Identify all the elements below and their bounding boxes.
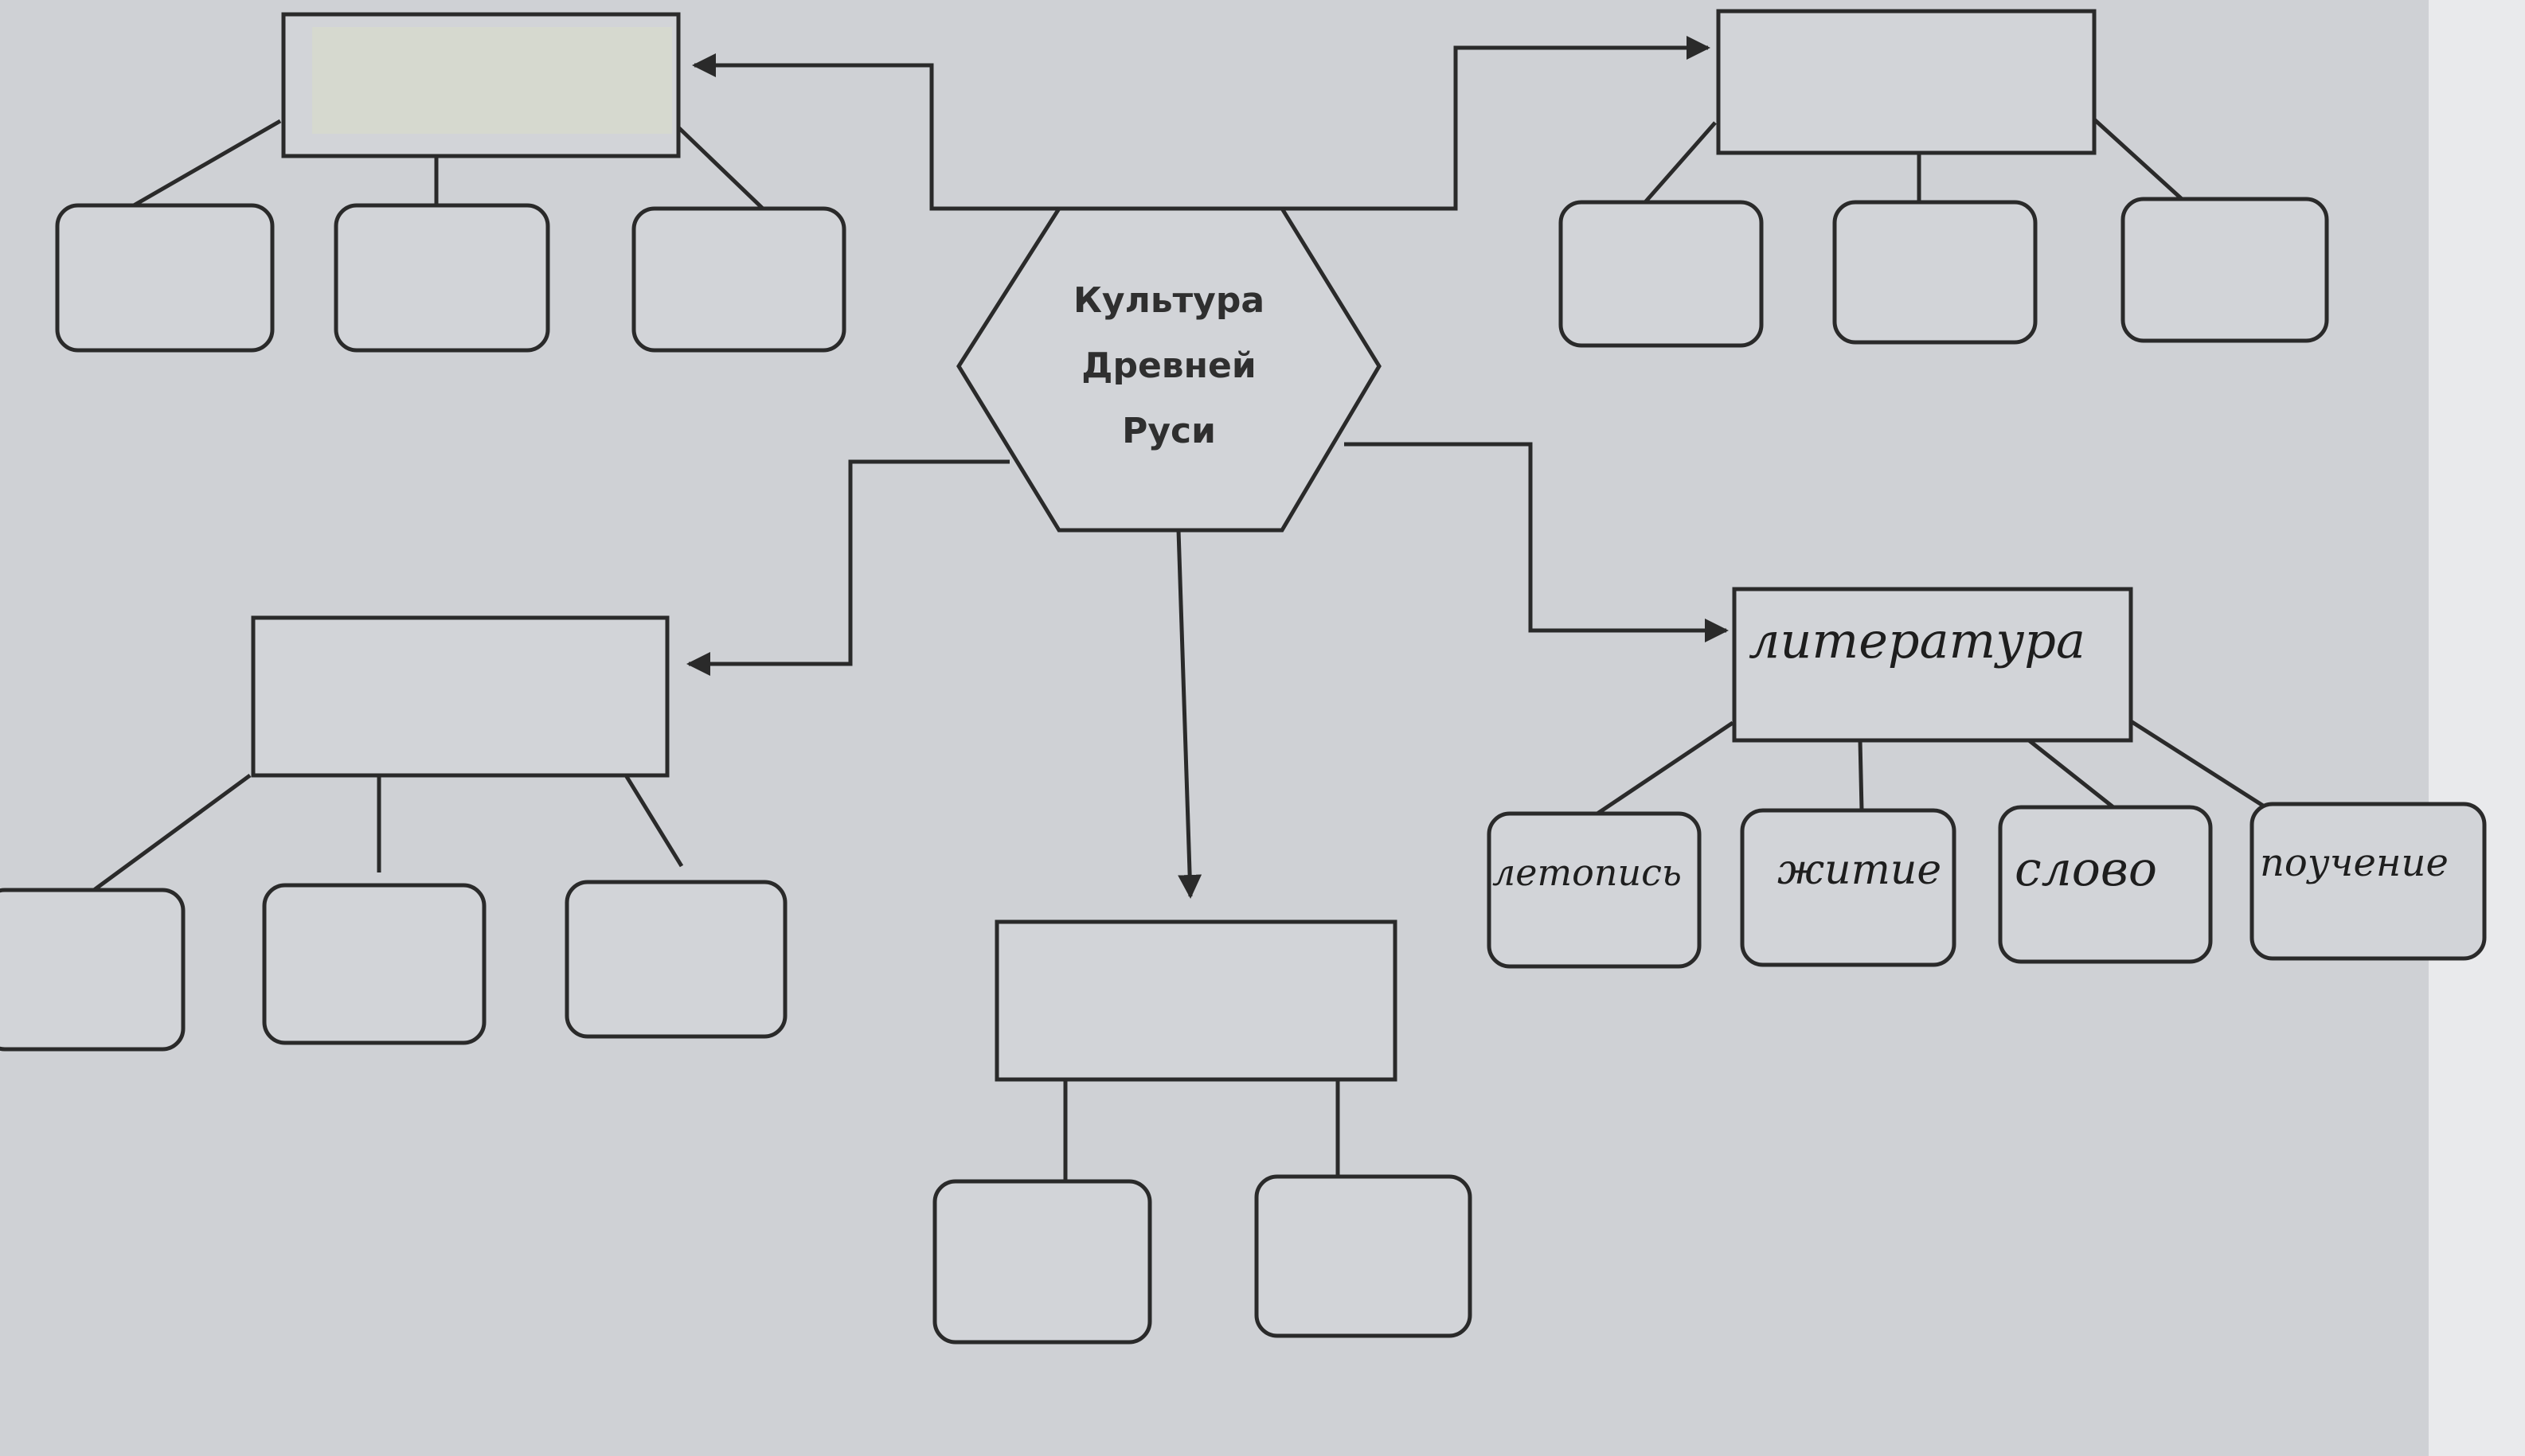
- branch-link: [2027, 739, 2115, 809]
- center-title-line-1: Культура: [1073, 280, 1264, 321]
- branch-link: [2129, 719, 2265, 808]
- branch-bottom-left-child-box: [565, 880, 788, 1039]
- branch-top-right-header-box: [1716, 9, 2097, 155]
- branch-bottom-center-child-box: [932, 1179, 1152, 1345]
- branch-top-right-child-box: [1832, 200, 2038, 345]
- branch-link: [2093, 118, 2183, 201]
- branch-link: [623, 774, 684, 868]
- literature-item-box: [1740, 808, 1956, 967]
- branch-top-left-child-box: [631, 206, 846, 353]
- connector-top-left: [692, 53, 1059, 211]
- branch-bottom-left-child-box: [0, 888, 186, 1052]
- literature-title: литература: [1749, 611, 2085, 669]
- connector-bottom-center: [1176, 529, 1202, 899]
- branch-bottom-left-header-box: [251, 615, 670, 778]
- literature-item-1: летопись: [1492, 851, 1682, 894]
- branch-bottom-left-child-box: [262, 883, 487, 1045]
- branch-top-right-child-box: [1558, 200, 1764, 348]
- branch-bottom-left: [0, 615, 788, 1052]
- branch-bottom-center-child-box: [1254, 1174, 1472, 1338]
- literature-item-box: [1998, 805, 2213, 964]
- connector-literature: [1344, 442, 1729, 642]
- central-hexagon: [956, 206, 1382, 533]
- literature-item-box: [2249, 802, 2487, 961]
- literature-item-4: поучение: [2260, 841, 2449, 885]
- connector-bottom-left: [686, 459, 1010, 676]
- literature-header-box: [1732, 587, 2133, 743]
- center-title-line-2: Древней: [1081, 345, 1256, 386]
- literature-item-box: [1487, 811, 1702, 969]
- branch-bottom-center-header-box: [995, 919, 1397, 1082]
- branch-bottom-center: [932, 919, 1472, 1345]
- connector-top-right: [1282, 36, 1710, 211]
- branch-link: [92, 773, 252, 892]
- branch-link: [1644, 121, 1717, 204]
- branch-link: [677, 126, 764, 210]
- branch-top-left-child-box: [334, 203, 550, 353]
- branch-top-left: [55, 12, 846, 353]
- branch-literature: литература летопись житие слово поучение: [1487, 587, 2487, 969]
- branch-top-right: [1558, 9, 2329, 348]
- literature-item-2: житие: [1777, 846, 1941, 894]
- erased-area: [312, 27, 672, 134]
- branch-link: [1858, 740, 1864, 811]
- branch-top-left-child-box: [55, 203, 275, 353]
- branch-top-right-child-box: [2120, 197, 2329, 343]
- branch-link: [132, 119, 282, 208]
- literature-item-3: слово: [2015, 841, 2157, 897]
- paper-edge: [2429, 0, 2525, 1456]
- branch-link: [1596, 720, 1734, 816]
- center-title-line-3: Руси: [1122, 411, 1216, 451]
